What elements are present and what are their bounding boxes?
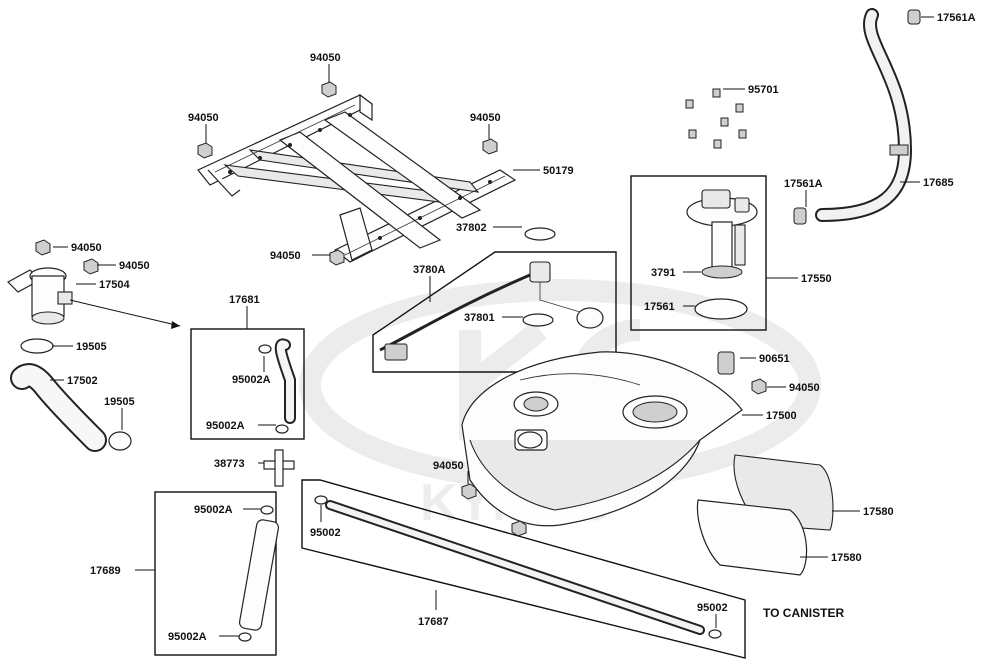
- callout-95002A-c: 95002A: [194, 504, 233, 516]
- callout-90651: 90651: [759, 353, 790, 365]
- callout-17689: 17689: [90, 565, 121, 577]
- callout-94050-right: 94050: [470, 112, 501, 124]
- callout-94050-top: 94050: [310, 52, 341, 64]
- callout-38773: 38773: [214, 458, 245, 470]
- callout-95002A-a: 95002A: [232, 374, 271, 386]
- fuel-sender-box: [372, 251, 617, 373]
- return-hose-box: [154, 491, 277, 656]
- long-tube-part: [314, 495, 722, 639]
- callout-17504: 17504: [99, 279, 130, 291]
- clamp-90651-part: [717, 351, 735, 375]
- callout-37802: 37802: [456, 222, 487, 234]
- callout-95002: 95002: [310, 527, 341, 539]
- fuel-pump-assembly-box: [630, 175, 767, 331]
- callout-94050-a: 94050: [71, 242, 102, 254]
- callout-17550: 17550: [801, 273, 832, 285]
- callout-95002A-d: 95002A: [168, 631, 207, 643]
- tank-nut-icon: [511, 520, 527, 537]
- breather-hose-part: [793, 8, 921, 225]
- callout-labels: 94050 94050 94050 50179 37802 94050 9405…: [67, 12, 976, 643]
- callout-17687: 17687: [418, 616, 449, 628]
- callout-19505-b: 19505: [104, 396, 135, 408]
- frame-bolt-icon: [197, 81, 498, 266]
- callout-95002-b: 95002: [697, 602, 728, 614]
- callout-17561A-top: 17561A: [937, 12, 976, 24]
- callout-94050-bottom: 94050: [433, 460, 464, 472]
- callout-17580-b: 17580: [831, 552, 862, 564]
- heat-shield-part: [696, 454, 834, 576]
- callout-3780A: 3780A: [413, 264, 445, 276]
- callout-3791: 3791: [651, 267, 675, 279]
- to-canister-note: TO CANISTER: [763, 606, 844, 620]
- callout-94050-tank: 94050: [789, 382, 820, 394]
- callout-95002A-b: 95002A: [206, 420, 245, 432]
- long-tube-box: [301, 479, 746, 659]
- vent-hose-part: [258, 338, 296, 434]
- callout-95701: 95701: [748, 84, 779, 96]
- return-hose-part: [238, 505, 280, 642]
- callout-17502: 17502: [67, 375, 98, 387]
- pump-screws-icon: [685, 88, 747, 149]
- filler-neck-part: [7, 239, 181, 452]
- callout-19505-a: 19505: [76, 341, 107, 353]
- callout-17561A-mid: 17561A: [784, 178, 823, 190]
- tank-frame-part: [197, 93, 517, 263]
- callout-17681: 17681: [229, 294, 260, 306]
- leader-lines: [50, 16, 934, 637]
- callout-94050-left: 94050: [188, 112, 219, 124]
- callout-37801: 37801: [464, 312, 495, 324]
- callout-17580-a: 17580: [863, 506, 894, 518]
- callout-50179: 50179: [543, 165, 574, 177]
- callout-94050-frame-bottom: 94050: [270, 250, 301, 262]
- tank-bolt-icon: [751, 378, 767, 395]
- callout-17561: 17561: [644, 301, 675, 313]
- callout-17685: 17685: [923, 177, 954, 189]
- callout-94050-b: 94050: [119, 260, 150, 272]
- tank-bolt-bottom-icon: [461, 483, 477, 500]
- callout-17500: 17500: [766, 410, 797, 422]
- fuel-tank-part: [461, 351, 743, 527]
- fuel-pump-part: [686, 189, 758, 320]
- three-way-joint-part: [263, 449, 295, 487]
- fuel-sender-part: [379, 227, 604, 361]
